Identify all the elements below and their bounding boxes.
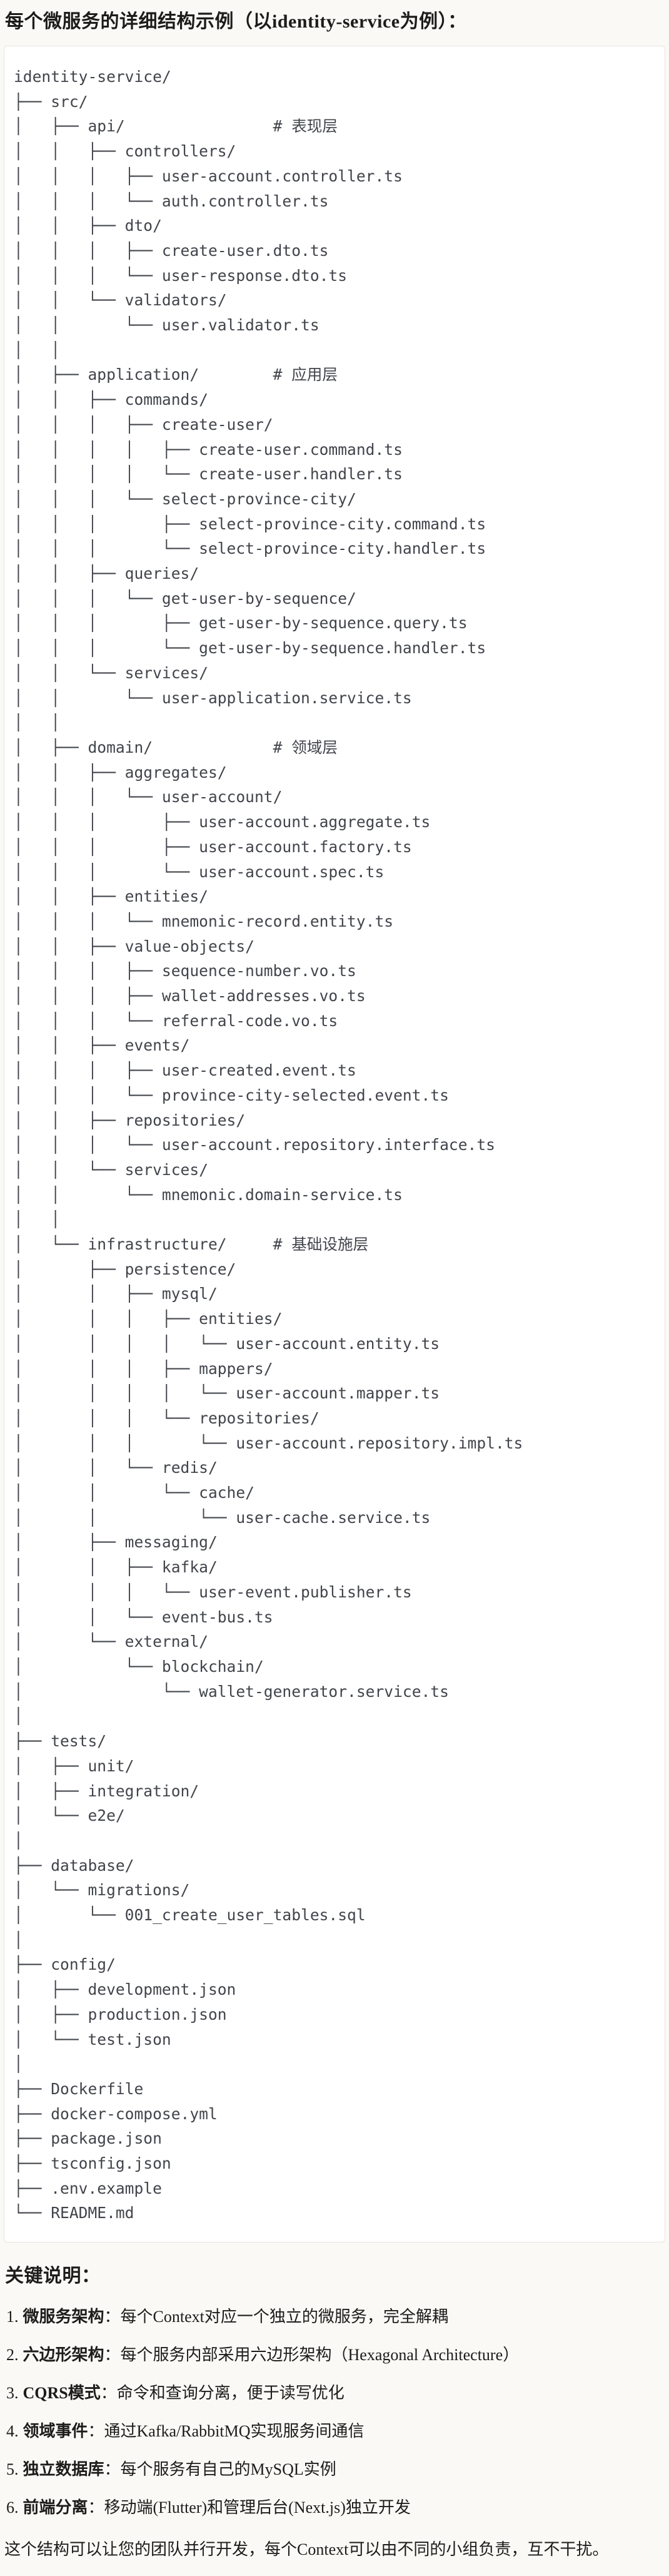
page-title: 每个微服务的详细结构示例（以identity-service为例）： <box>5 11 467 32</box>
key-point-label: 前端分离 <box>23 2498 88 2517</box>
key-point-item: 4.领域事件：通过Kafka/RabbitMQ实现服务间通信 <box>6 2420 665 2443</box>
key-point-desc: ：每个服务内部采用六边形架构（Hexagonal Architecture） <box>104 2346 520 2365</box>
key-point-label: 微服务架构 <box>23 2308 104 2326</box>
key-point-item: 1.微服务架构：每个Context对应一个独立的微服务，完全解耦 <box>6 2305 665 2328</box>
key-point-item: 6.前端分离：移动端(Flutter)和管理后台(Next.js)独立开发 <box>6 2496 665 2519</box>
key-point-number: 4. <box>6 2422 19 2441</box>
key-point-item: 3.CQRS模式：命令和查询分离，便于读写优化 <box>6 2381 665 2405</box>
code-block: identity-service/ ├── src/ │ ├── api/ # … <box>4 46 665 2243</box>
key-point-desc: ：每个Context对应一个独立的微服务，完全解耦 <box>104 2308 448 2326</box>
section-heading: 关键说明： <box>5 2266 101 2287</box>
key-point-label: CQRS模式 <box>23 2384 101 2403</box>
key-point-desc: ：移动端(Flutter)和管理后台(Next.js)独立开发 <box>88 2498 411 2517</box>
key-point-desc: ：每个服务有自己的MySQL实例 <box>104 2460 336 2479</box>
directory-tree: identity-service/ ├── src/ │ ├── api/ # … <box>14 68 523 2222</box>
key-point-desc: ：通过Kafka/RabbitMQ实现服务间通信 <box>88 2422 365 2441</box>
key-point-number: 2. <box>6 2346 19 2365</box>
key-point-number: 6. <box>6 2498 19 2517</box>
key-point-item: 5.独立数据库：每个服务有自己的MySQL实例 <box>6 2458 665 2481</box>
key-point-label: 六边形架构 <box>23 2346 104 2365</box>
key-point-label: 领域事件 <box>23 2422 88 2441</box>
key-point-desc: ：命令和查询分离，便于读写优化 <box>100 2384 345 2403</box>
key-point-number: 5. <box>6 2460 19 2479</box>
key-point-label: 独立数据库 <box>23 2460 104 2479</box>
key-point-item: 2.六边形架构：每个服务内部采用六边形架构（Hexagonal Architec… <box>6 2343 665 2366</box>
key-point-number: 1. <box>6 2308 19 2326</box>
key-point-number: 3. <box>6 2384 19 2403</box>
closing-paragraph: 这个结构可以让您的团队并行开发，每个Context可以由不同的小组负责，互不干扰… <box>4 2540 609 2559</box>
